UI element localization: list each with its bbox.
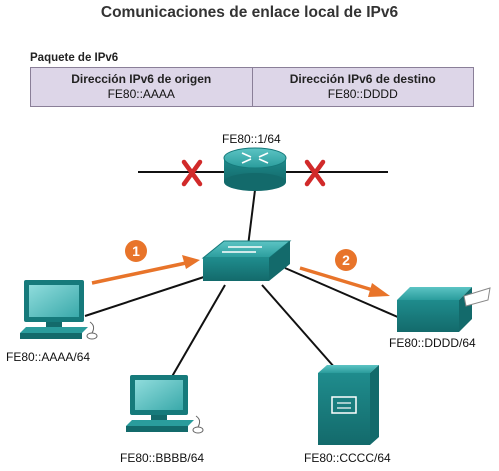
printer-address-label: FE80::DDDD/64: [389, 336, 476, 350]
diagram-title: Comunicaciones de enlace local de IPv6: [100, 4, 399, 21]
switch-printer-link: [284, 267, 401, 319]
host-a-address-label: FE80::AAAA/64: [6, 350, 91, 364]
dest-address-cell: Dirección IPv6 de destino FE80::DDDD: [251, 68, 474, 106]
step-2-badge: 2: [335, 249, 357, 271]
dest-address-header: Dirección IPv6 de destino: [289, 72, 436, 86]
packet-header-table: Dirección IPv6 de origen FE80::AAAA Dire…: [30, 67, 474, 107]
step-1-arrow: [91, 255, 200, 285]
source-address-cell: Dirección IPv6 de origen FE80::AAAA: [31, 68, 252, 106]
step-1-badge: 1: [125, 240, 147, 262]
server-address-label: FE80::CCCC/64: [304, 451, 391, 465]
router-icon[interactable]: [223, 147, 287, 191]
router-switch-link: [247, 189, 256, 247]
x-mark-icon: [181, 159, 203, 187]
pc-icon[interactable]: [126, 375, 204, 434]
x-mark-icon: [304, 159, 326, 187]
pc-icon[interactable]: [20, 280, 98, 340]
switch-host-b-link: [169, 284, 226, 381]
source-address-value: FE80::AAAA: [107, 87, 175, 101]
server-icon[interactable]: [318, 365, 379, 445]
dest-address-value: FE80::DDDD: [327, 87, 398, 101]
packet-label: Paquete de IPv6: [30, 52, 119, 64]
router-address-label: FE80::1/64: [222, 132, 281, 146]
switch-icon[interactable]: [201, 240, 292, 281]
network-links: [84, 171, 401, 381]
switch-server-link: [261, 284, 336, 369]
step-2-number: 2: [342, 252, 350, 268]
host-b-address-label: FE80::BBBB/64: [120, 451, 205, 465]
switch-host-a-link: [84, 274, 211, 317]
source-address-header: Dirección IPv6 de origen: [71, 72, 212, 86]
step-1-number: 1: [132, 243, 140, 259]
printer-icon[interactable]: [397, 287, 491, 332]
step-2-arrow: [299, 266, 390, 297]
